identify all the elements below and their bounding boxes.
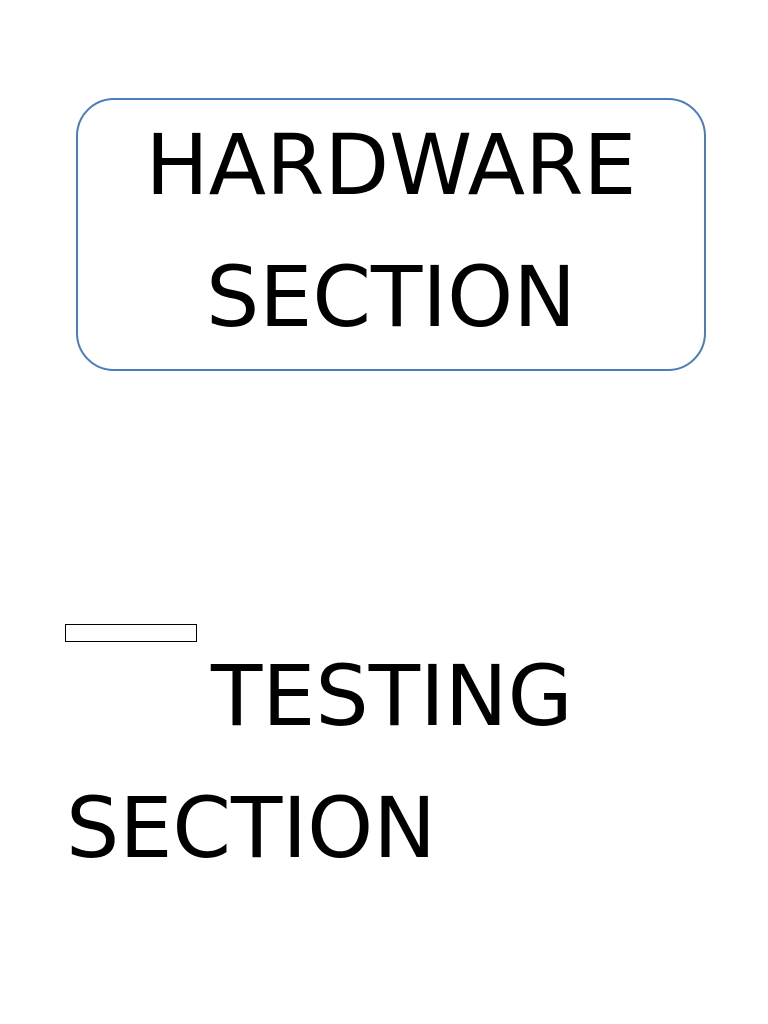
hardware-title-line1: HARDWARE bbox=[145, 116, 637, 214]
hardware-title-line2: SECTION bbox=[205, 248, 577, 346]
testing-title-line2: SECTION bbox=[66, 779, 437, 877]
empty-text-box bbox=[65, 624, 197, 642]
testing-title-line1: TESTING bbox=[211, 647, 573, 745]
hardware-section-box bbox=[76, 98, 706, 371]
